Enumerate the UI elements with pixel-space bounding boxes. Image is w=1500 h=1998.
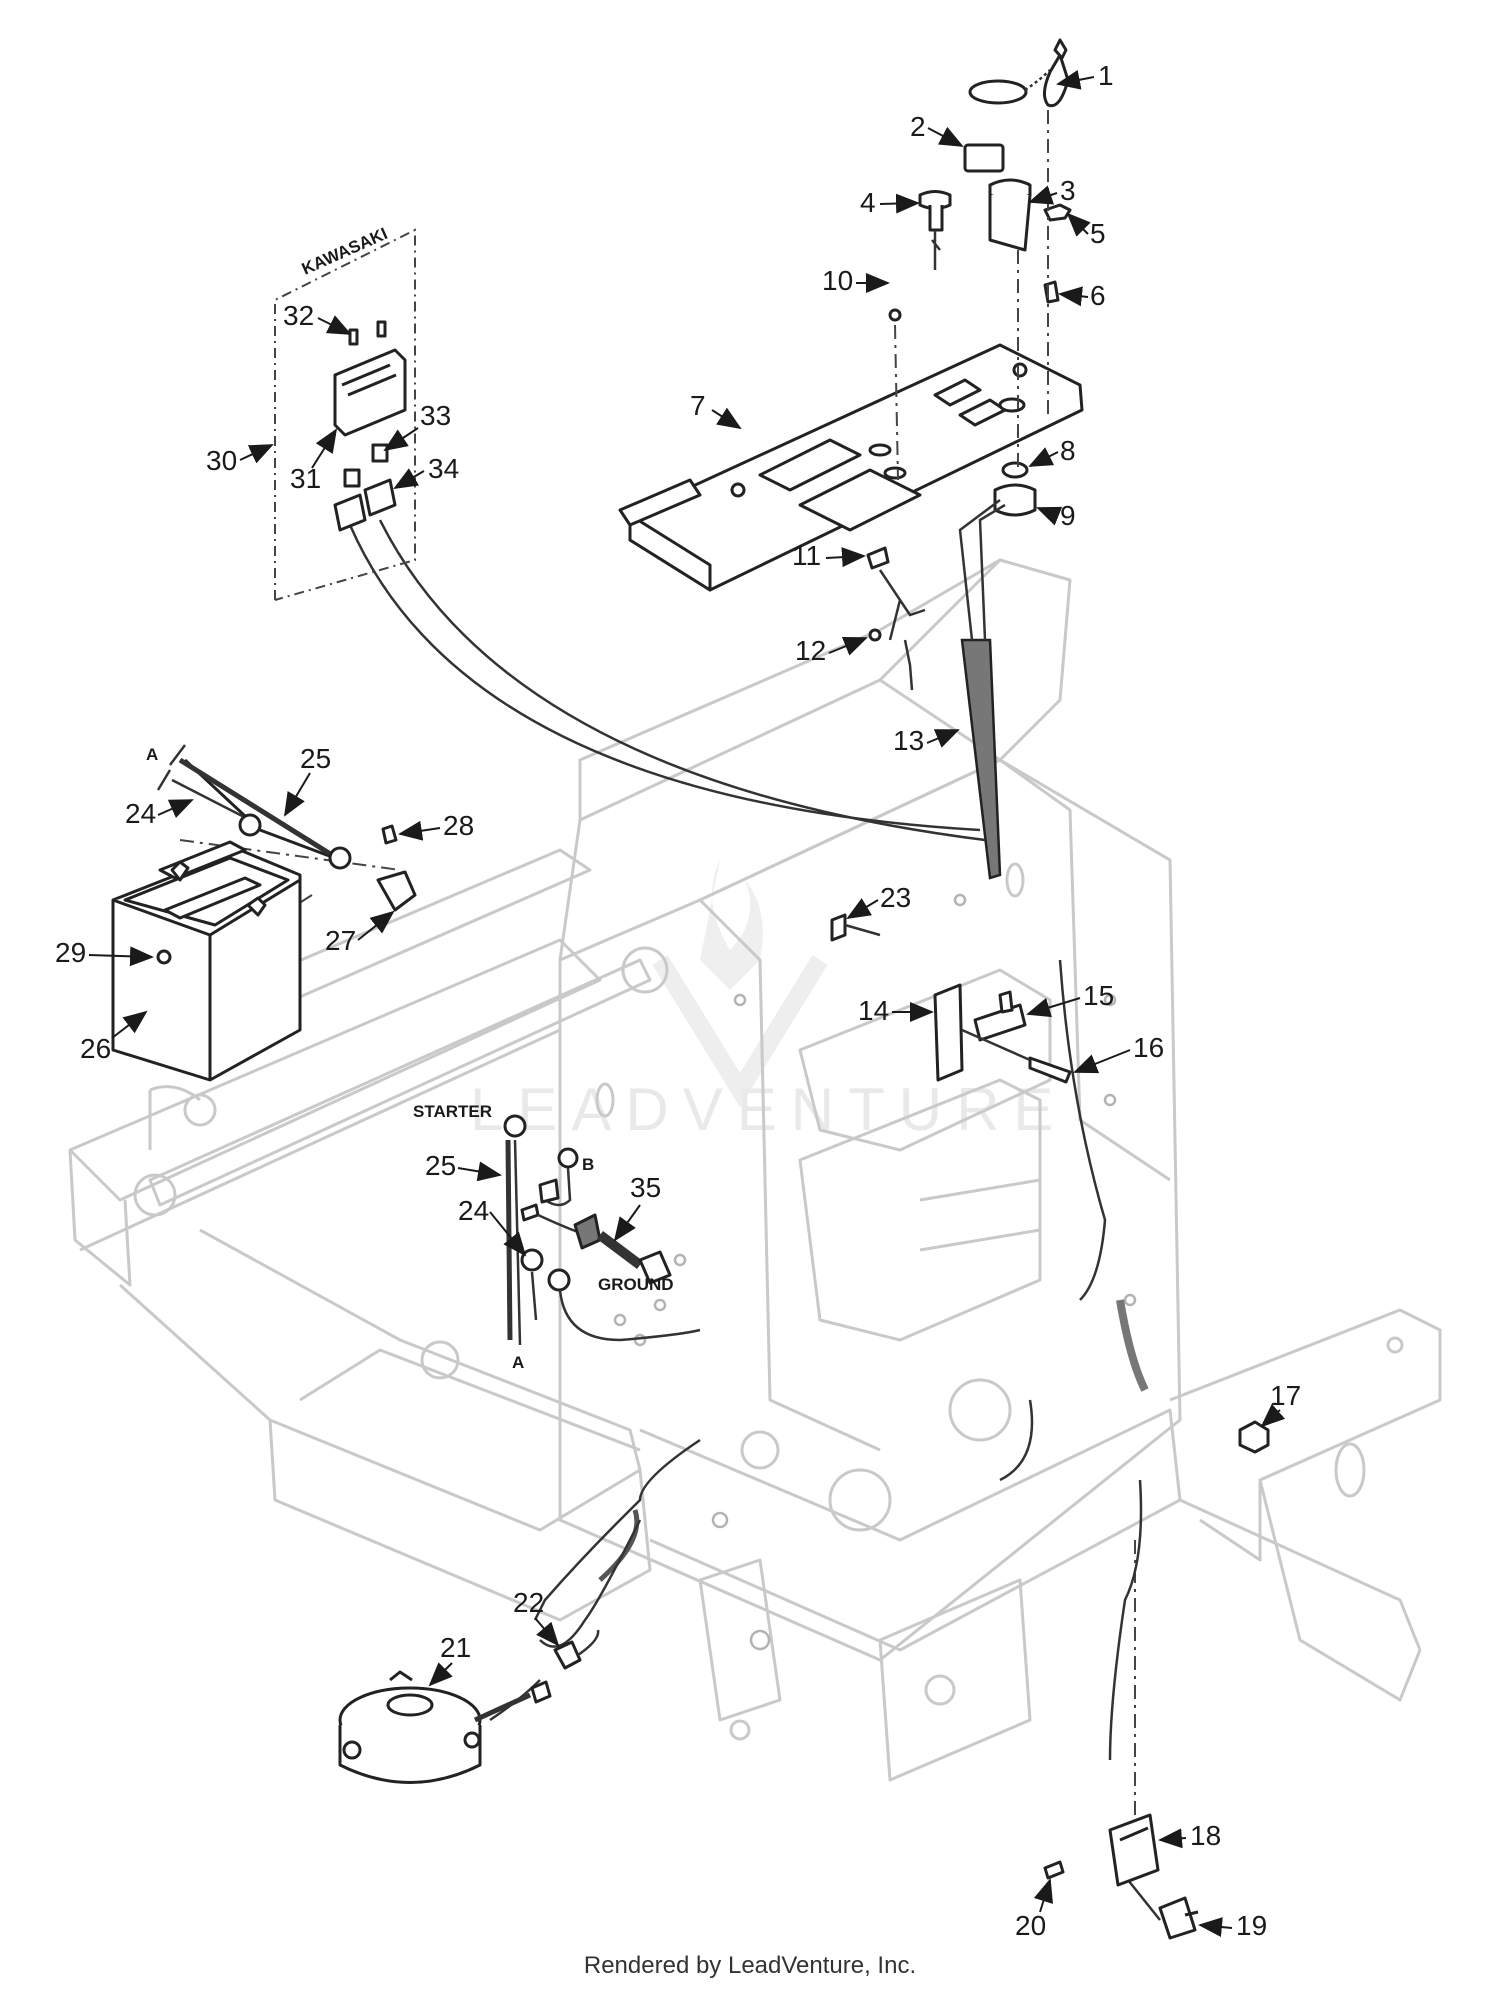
callout-10: 10 [822, 265, 853, 296]
callout-14: 14 [858, 995, 889, 1026]
callout-1: 1 [1098, 60, 1114, 91]
callout-24-battery: 24 [125, 798, 156, 829]
callout-27: 27 [325, 925, 356, 956]
lock-nut [1238, 1420, 1270, 1454]
tractor-frame [68, 558, 1442, 1782]
callout-26: 26 [80, 1033, 111, 1064]
callout-9: 9 [1060, 500, 1076, 531]
callout-23: 23 [880, 882, 911, 913]
callout-2: 2 [910, 111, 926, 142]
kawasaki-label: KAWASAKI [299, 224, 390, 279]
callout-12: 12 [795, 635, 826, 666]
callout-25-starter: 25 [425, 1150, 456, 1181]
kawasaki-fuse-group [274, 228, 416, 601]
callout-4: 4 [860, 187, 876, 218]
callout-24-starter: 24 [458, 1195, 489, 1226]
callout-7: 7 [690, 390, 706, 421]
terminal-b-label: B [582, 1155, 594, 1174]
starter-label: STARTER [413, 1102, 492, 1121]
wire-harness [348, 499, 1161, 1921]
callout-34: 34 [428, 453, 459, 484]
callout-18: 18 [1190, 1820, 1221, 1851]
callout-33: 33 [420, 400, 451, 431]
callout-19: 19 [1236, 1910, 1267, 1941]
ignition-key [968, 38, 1070, 108]
watermark: LEADVENTURE [470, 860, 1053, 1143]
callout-30: 30 [206, 445, 237, 476]
callout-3: 3 [1060, 175, 1076, 206]
pto-clutch [338, 1629, 600, 1784]
callout-28: 28 [443, 810, 474, 841]
callout-32: 32 [283, 300, 314, 331]
ground-label: GROUND [598, 1275, 674, 1294]
callout-25-battery: 25 [300, 743, 331, 774]
callouts: 1 2 3 4 5 6 7 8 9 10 11 12 13 14 15 16 1… [55, 60, 1301, 1941]
battery-assembly [111, 744, 417, 1082]
callout-6: 6 [1090, 280, 1106, 311]
callout-29: 29 [55, 937, 86, 968]
callout-13: 13 [893, 725, 924, 756]
starter-cable-assembly [503, 1114, 701, 1346]
seat-switch-bracket [933, 983, 1072, 1084]
callout-11: 11 [792, 540, 821, 571]
dash-panel [618, 343, 1084, 592]
callout-20: 20 [1015, 1910, 1046, 1941]
callout-21: 21 [440, 1632, 471, 1663]
callout-15: 15 [1083, 980, 1114, 1011]
callout-35: 35 [630, 1172, 661, 1203]
terminal-a-top-label: A [146, 745, 158, 764]
callout-17: 17 [1270, 1380, 1301, 1411]
pto-switch-bracket [1043, 1813, 1199, 1940]
callout-8: 8 [1060, 435, 1076, 466]
footer-credit: Rendered by LeadVenture, Inc. [583, 1952, 917, 1979]
callout-5: 5 [1090, 218, 1106, 249]
terminal-a-bottom-label: A [512, 1353, 524, 1372]
callout-31: 31 [290, 463, 321, 494]
harness-clip [830, 913, 881, 942]
callout-22: 22 [513, 1587, 544, 1618]
callout-16: 16 [1133, 1032, 1164, 1063]
